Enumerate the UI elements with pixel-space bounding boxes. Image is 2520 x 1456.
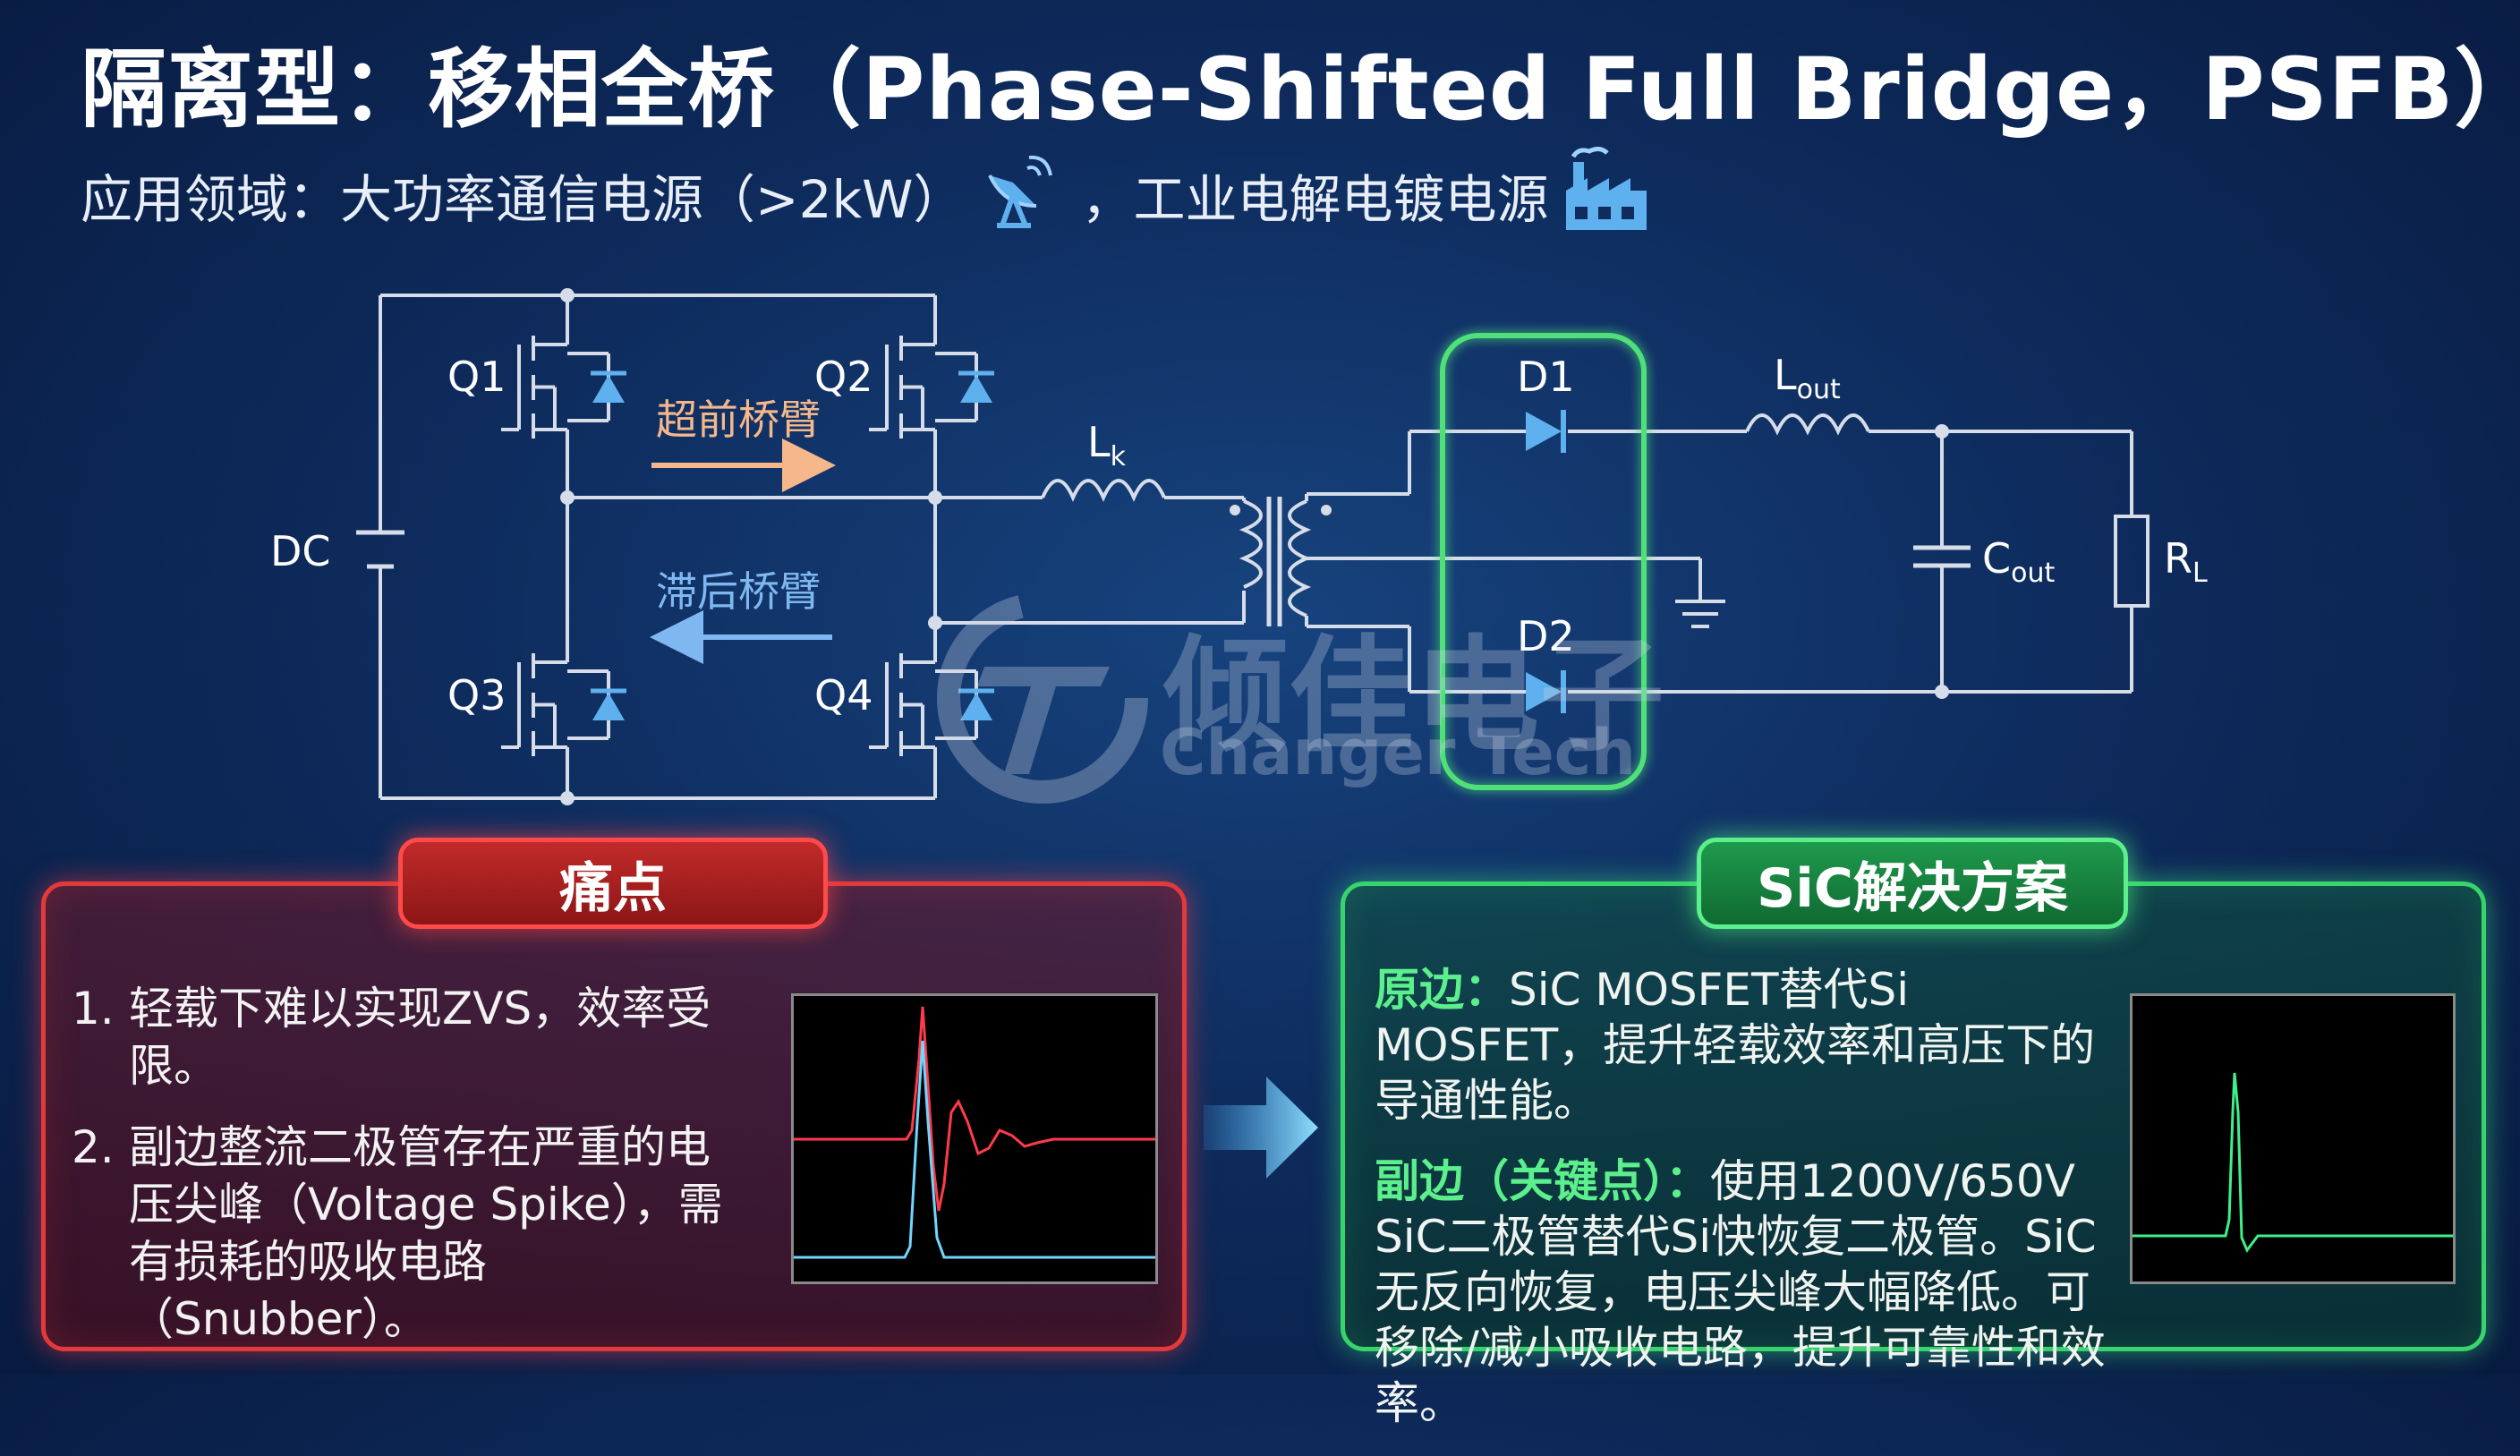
- page-title: 隔离型：移相全桥（Phase-Shifted Full Bridge，PSFB）: [81, 39, 2520, 140]
- spike-trace-red: [794, 1006, 1155, 1212]
- pain-item-text: 轻载下难以实现ZVS，效率受限。: [129, 983, 711, 1092]
- pain-item-number: 1.: [72, 983, 115, 1035]
- q3-label: Q3: [447, 671, 506, 719]
- sic-solution-header: SiC解决方案: [1697, 838, 2128, 929]
- application-subtitle: 应用领域：大功率通信电源（>2kW） ，工业电解电镀电源: [81, 146, 1673, 231]
- psfb-circuit-diagram: DC Q1 Q2 Q3 Q4 超前桥臂 滞后桥臂 Lk D1 D2 Lout C…: [270, 288, 2208, 805]
- q4-label: Q4: [814, 671, 873, 719]
- q1-label: Q1: [447, 353, 506, 401]
- right-arrow-icon: [1204, 1077, 1318, 1179]
- diode-d1: [1512, 410, 1566, 453]
- cout-label: Cout: [1982, 534, 2055, 589]
- current-trace-blue: [794, 1040, 1155, 1259]
- d1-label: D1: [1517, 353, 1575, 401]
- d2-label: D2: [1517, 612, 1575, 660]
- factory-icon: [1561, 144, 1650, 246]
- satellite-dish-icon: [977, 149, 1058, 242]
- pain-item-text: 副边整流二极管存在严重的电压尖峰（Voltage Spike），需有损耗的吸收电…: [129, 1121, 723, 1345]
- sic-trace-green: [2133, 1072, 2453, 1253]
- mosfet-q1: [501, 336, 626, 439]
- secondary-side-label: 副边（关键点）：: [1375, 1155, 1710, 1207]
- primary-side-label: 原边：: [1375, 964, 1509, 1016]
- mosfet-switches: [501, 336, 994, 756]
- sic-solution-text: 原边：SiC MOSFET替代Si MOSFET，提升轻载效率和高压下的导通性能…: [1375, 962, 2126, 1456]
- changer-tech-logo: [937, 592, 1148, 804]
- rectifier-highlight-box: [1440, 333, 1647, 790]
- dc-source-label: DC: [270, 527, 331, 575]
- lagging-leg-label: 滞后桥臂: [656, 567, 821, 616]
- mosfet-q3: [501, 653, 626, 756]
- mosfet-q4: [869, 653, 994, 756]
- watermark-chinese: 倾佳电子: [1163, 624, 1665, 770]
- watermark-english: Changer Tech: [1160, 716, 1637, 789]
- pain-points-header: 痛点: [398, 838, 828, 929]
- diode-d2: [1512, 670, 1566, 713]
- subtitle-text-2: ，工业电解电镀电源: [1081, 169, 1549, 230]
- mosfet-q2: [869, 336, 994, 439]
- lk-label: Lk: [1087, 418, 1127, 473]
- primary-side-text: SiC MOSFET替代Si MOSFET，提升轻载效率和高压下的导通性能。: [1375, 964, 2096, 1127]
- lout-label: Lout: [1774, 351, 1841, 405]
- pain-item-2: 2. 副边整流二极管存在严重的电压尖峰（Voltage Spike），需有损耗的…: [72, 1119, 752, 1348]
- pain-item-1: 1. 轻载下难以实现ZVS，效率受限。: [72, 980, 752, 1094]
- secondary-side-text: 使用1200V/650V SiC二极管替代Si快恢复二极管。SiC无反向恢复，电…: [1375, 1155, 2106, 1429]
- pain-item-number: 2.: [72, 1121, 115, 1173]
- clean-waveform: [2130, 993, 2456, 1284]
- primary-wiring: [356, 294, 2150, 800]
- junction-dots: [560, 288, 1949, 805]
- subtitle-text-1: 应用领域：大功率通信电源（>2kW）: [81, 169, 966, 230]
- rl-label: RL: [2164, 534, 2208, 589]
- leading-leg-label: 超前桥臂: [656, 396, 821, 444]
- voltage-spike-waveform: [791, 993, 1158, 1284]
- q2-label: Q2: [814, 353, 873, 401]
